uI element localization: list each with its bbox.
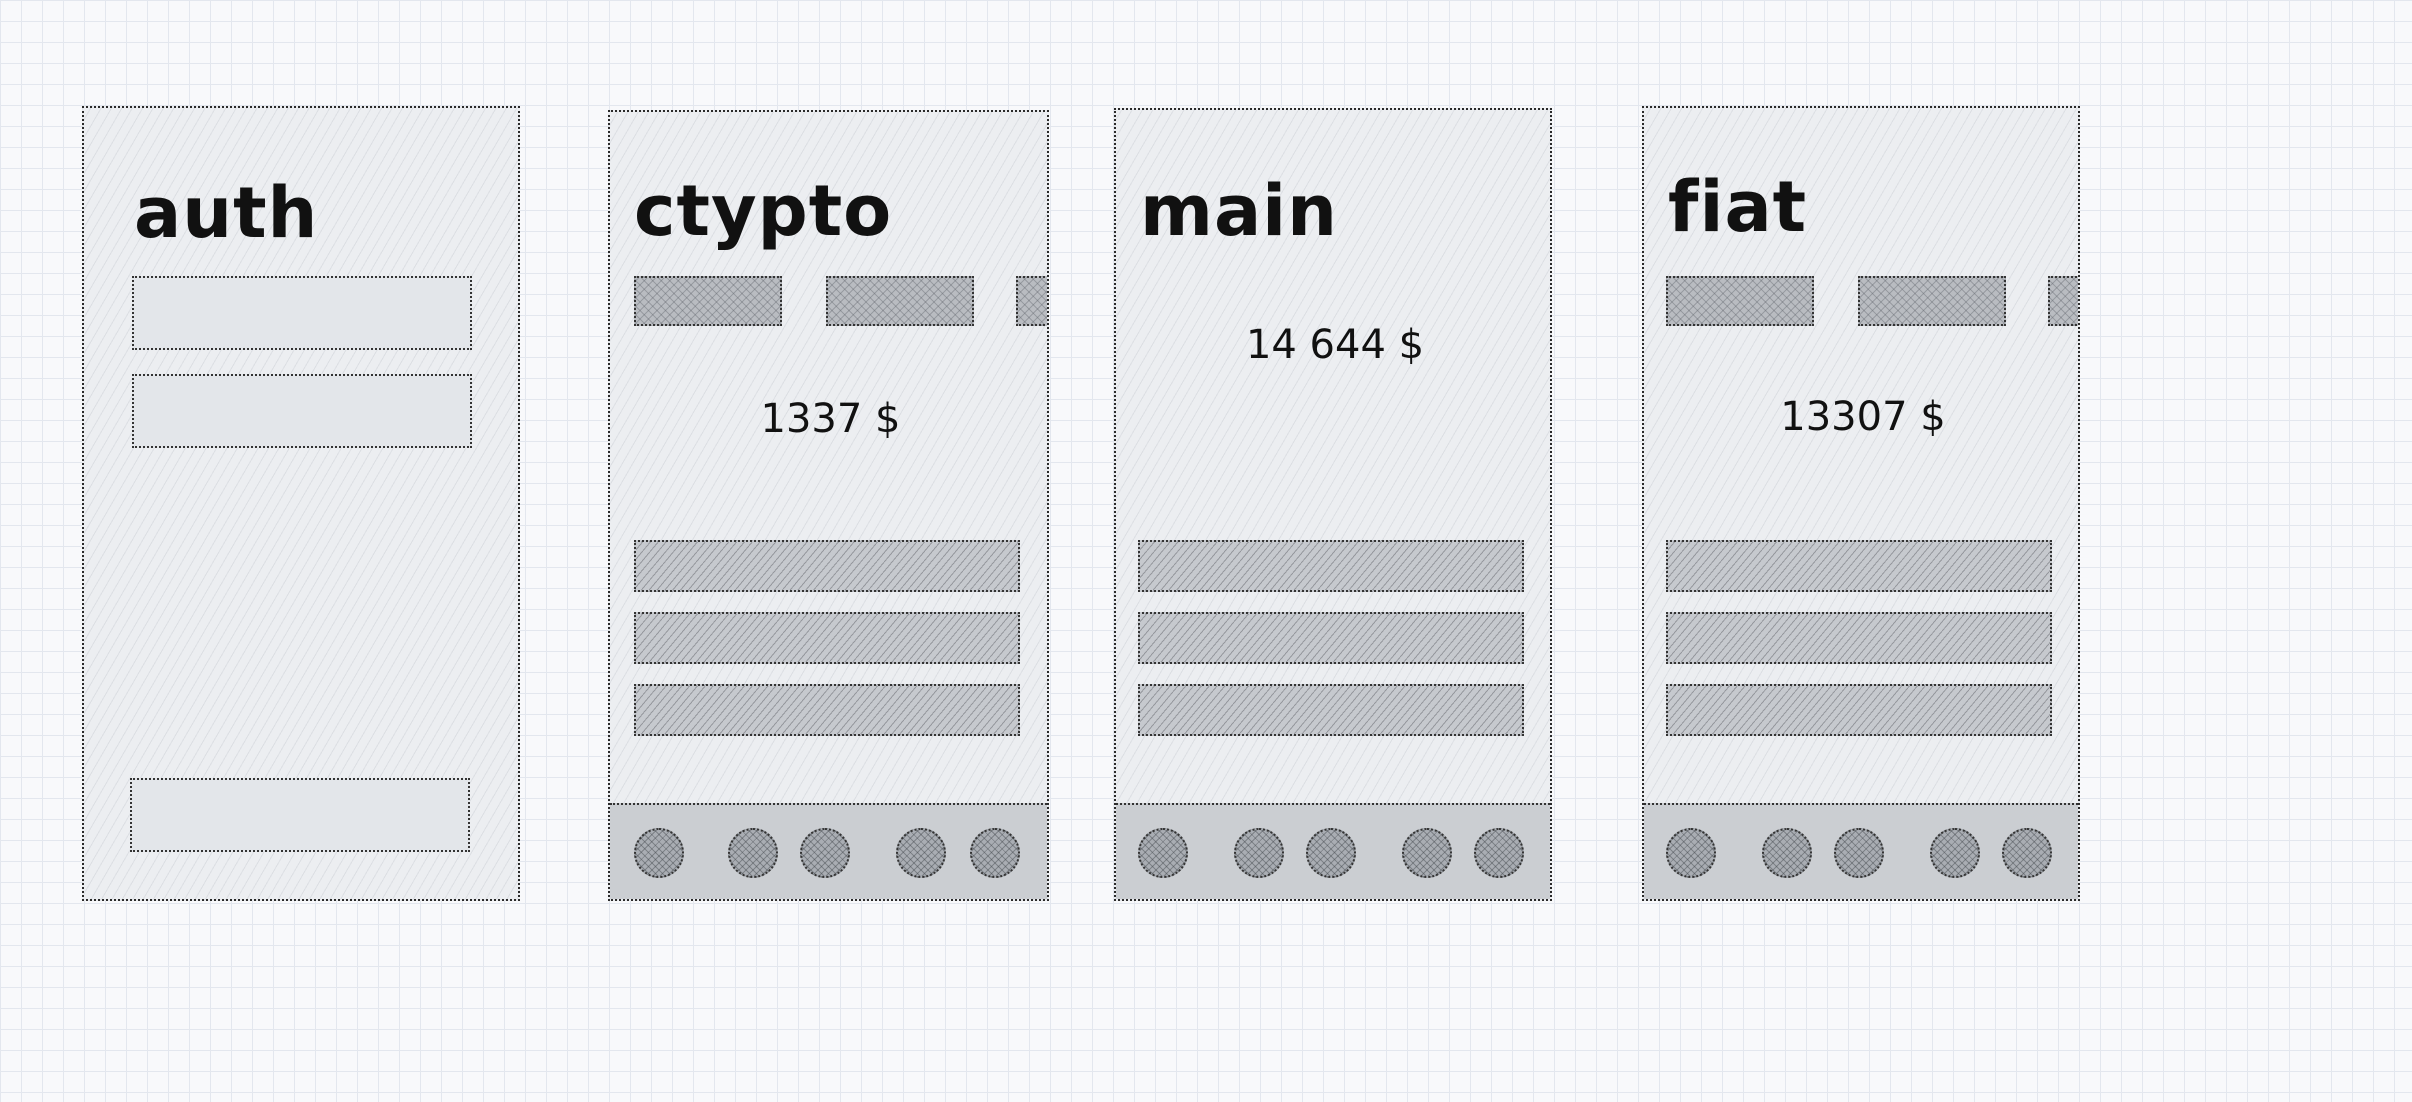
frame-title: auth	[134, 172, 319, 254]
list-item[interactable]	[1666, 540, 2052, 592]
nav-dot-3[interactable]	[1306, 828, 1356, 878]
frame-fiat: fiat 13307 $	[1642, 106, 2080, 901]
list-item[interactable]	[1666, 612, 2052, 664]
nav-dot-5[interactable]	[970, 828, 1020, 878]
frame-title: main	[1140, 170, 1339, 252]
nav-dot-2[interactable]	[728, 828, 778, 878]
tab-2[interactable]	[826, 276, 974, 326]
nav-dot-3[interactable]	[800, 828, 850, 878]
list-item[interactable]	[1138, 540, 1524, 592]
frame-auth: auth	[82, 106, 520, 901]
tab-1[interactable]	[1666, 276, 1814, 326]
nav-dot-1[interactable]	[1138, 828, 1188, 878]
tab-3[interactable]	[2048, 276, 2078, 326]
nav-dot-4[interactable]	[1402, 828, 1452, 878]
nav-dot-1[interactable]	[634, 828, 684, 878]
list-item[interactable]	[634, 684, 1020, 736]
login-field[interactable]	[132, 276, 472, 350]
nav-dot-5[interactable]	[2002, 828, 2052, 878]
frame-title: fiat	[1668, 166, 1808, 248]
list-item[interactable]	[1666, 684, 2052, 736]
nav-dot-3[interactable]	[1834, 828, 1884, 878]
nav-dot-5[interactable]	[1474, 828, 1524, 878]
bottom-nav	[1116, 803, 1550, 899]
nav-dot-2[interactable]	[1234, 828, 1284, 878]
tab-2[interactable]	[1858, 276, 2006, 326]
password-field[interactable]	[132, 374, 472, 448]
frame-title: ctypto	[634, 170, 893, 252]
balance-amount: 14 644 $	[1245, 322, 1425, 368]
bottom-nav	[1644, 803, 2078, 899]
frame-crypto: ctypto 1337 $	[608, 110, 1049, 901]
balance-amount: 1337 $	[760, 396, 901, 442]
list-item[interactable]	[634, 540, 1020, 592]
bottom-nav	[610, 803, 1047, 899]
list-item[interactable]	[634, 612, 1020, 664]
nav-dot-4[interactable]	[896, 828, 946, 878]
nav-dot-2[interactable]	[1762, 828, 1812, 878]
tab-3[interactable]	[1016, 276, 1047, 326]
balance-amount: 13307 $	[1780, 394, 1946, 440]
nav-dot-1[interactable]	[1666, 828, 1716, 878]
tab-1[interactable]	[634, 276, 782, 326]
submit-button[interactable]	[130, 778, 470, 852]
frame-main: main 14 644 $	[1114, 108, 1552, 901]
list-item[interactable]	[1138, 612, 1524, 664]
nav-dot-4[interactable]	[1930, 828, 1980, 878]
list-item[interactable]	[1138, 684, 1524, 736]
